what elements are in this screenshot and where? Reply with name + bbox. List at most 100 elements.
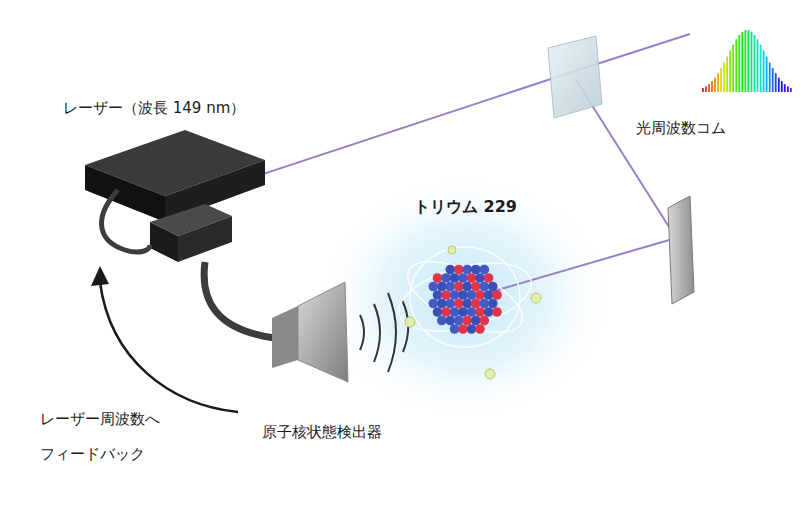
nucleon (433, 307, 443, 317)
nucleon (429, 282, 439, 292)
comb-line (769, 63, 771, 93)
detector (272, 282, 348, 382)
comb-line (732, 45, 734, 92)
laser-device (85, 130, 265, 262)
nucleon (429, 299, 439, 309)
nucleon (480, 265, 490, 275)
nucleon (492, 307, 502, 317)
nucleon (467, 273, 477, 283)
comb-line (790, 88, 792, 92)
nucleon (437, 282, 447, 292)
laser-label: レーザー（波長 149 nm） (63, 99, 245, 117)
nucleon (450, 324, 460, 334)
cable (102, 190, 150, 252)
electron (405, 317, 415, 327)
comb-line (702, 88, 704, 92)
nucleon (475, 290, 485, 300)
nucleon (471, 282, 481, 292)
signal-wave (374, 304, 380, 362)
feedback-arrow (100, 282, 238, 412)
laser-beam (245, 72, 572, 180)
electron (531, 293, 541, 303)
nucleon (450, 273, 460, 283)
nucleon (480, 316, 490, 326)
nucleon (471, 265, 481, 275)
comb-line (726, 57, 728, 93)
nucleon (450, 307, 460, 317)
nucleon (441, 290, 451, 300)
feedback-label: レーザー周波数へ フィードバック (40, 402, 172, 471)
nucleon (450, 290, 460, 300)
nucleon (467, 324, 477, 334)
comb-line (708, 84, 710, 92)
comb-line (723, 63, 725, 93)
cable (204, 262, 275, 338)
comb-label: 光周波数コム (636, 119, 726, 137)
electron-orbit (392, 247, 539, 347)
nucleon (441, 273, 451, 283)
laser-beam (245, 34, 690, 298)
nucleon (471, 299, 481, 309)
comb-line (757, 39, 759, 92)
nucleon (437, 299, 447, 309)
nucleon (484, 290, 494, 300)
nucleon (484, 273, 494, 283)
laser-module (150, 222, 178, 262)
comb-line (735, 39, 737, 92)
nucleon (446, 265, 456, 275)
comb-line (741, 32, 743, 92)
nucleon (467, 307, 477, 317)
nucleon (463, 316, 473, 326)
nucleon (458, 290, 468, 300)
comb-line (781, 81, 783, 92)
nucleon (463, 299, 473, 309)
nucleon (433, 273, 443, 283)
nucleon (458, 273, 468, 283)
mirror (548, 36, 602, 118)
comb-line (778, 78, 780, 92)
electron (448, 246, 456, 254)
comb-line (729, 50, 731, 92)
comb-line (714, 78, 716, 92)
nucleon (454, 282, 464, 292)
nucleon (433, 290, 443, 300)
nucleon (471, 316, 481, 326)
comb-line (775, 73, 777, 92)
electron (405, 246, 541, 379)
nucleon (441, 307, 451, 317)
detector-body (272, 306, 298, 368)
nucleon (484, 307, 494, 317)
nucleon (458, 324, 468, 334)
electron (485, 369, 495, 379)
detector-horn (298, 282, 348, 382)
nucleon (475, 307, 485, 317)
comb-line (766, 57, 768, 93)
comb-line (754, 35, 756, 92)
comb-line (772, 68, 774, 92)
nucleon (446, 299, 456, 309)
comb-line (720, 68, 722, 92)
nucleon (463, 282, 473, 292)
comb-line (751, 32, 753, 92)
comb-line (787, 86, 789, 92)
electron-orbit (398, 247, 532, 347)
nucleon (480, 299, 490, 309)
nucleon (454, 299, 464, 309)
comb-line (745, 30, 747, 92)
comb-line (711, 81, 713, 92)
nucleon (463, 265, 473, 275)
signal-wave (360, 315, 364, 350)
comb-line (738, 35, 740, 92)
nucleon (480, 282, 490, 292)
nucleon (467, 290, 477, 300)
detector-label: 原子核状態検出器 (262, 423, 382, 441)
laser-side (85, 165, 165, 222)
nucleon (458, 307, 468, 317)
nucleon (446, 282, 456, 292)
electron-orbit (392, 250, 539, 343)
arrowhead (91, 266, 109, 286)
comb-line (705, 86, 707, 92)
nucleus (429, 265, 502, 334)
nucleon (454, 316, 464, 326)
nucleon (475, 273, 485, 283)
